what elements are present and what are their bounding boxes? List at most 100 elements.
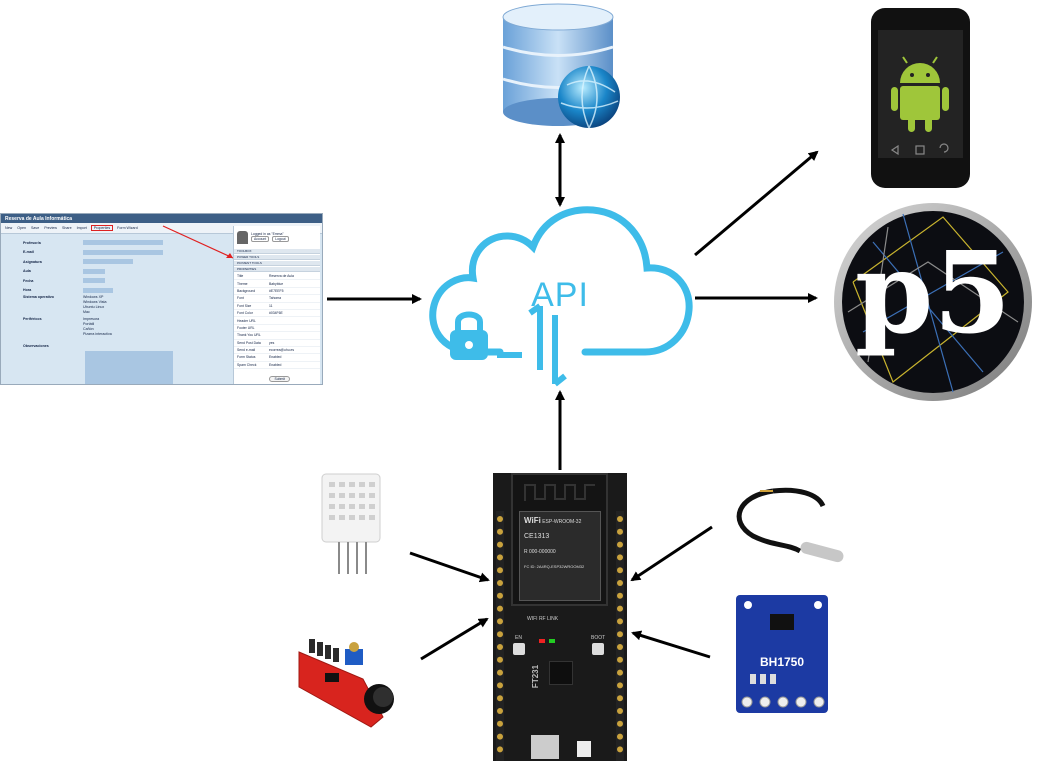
teacher-input[interactable]: [83, 240, 163, 246]
toolbar-item-save[interactable]: Save: [31, 226, 40, 230]
header-pin: [617, 541, 623, 548]
panel-header[interactable]: PROPERTIES: [234, 267, 320, 272]
panel-header[interactable]: PAYMENT TOOLS: [234, 261, 320, 266]
logout-button[interactable]: Logout: [272, 236, 289, 242]
property-value[interactable]: 11: [269, 303, 273, 308]
form-row: Sistema operativo Windows XP Windows Vis…: [23, 295, 107, 314]
r-label: R 000-000000: [524, 549, 556, 555]
hour-select[interactable]: [83, 287, 113, 293]
header-pin: [617, 554, 623, 561]
phone-screen: [878, 30, 963, 158]
header-pin: [617, 618, 623, 625]
annotation-arrow: [162, 225, 234, 259]
header-pin: [497, 592, 503, 599]
toolbar-item-properties[interactable]: Properties: [90, 225, 114, 231]
boot-button[interactable]: [592, 643, 604, 655]
property-row[interactable]: Thank You URL: [234, 332, 320, 340]
subject-select[interactable]: [83, 259, 133, 265]
en-label: EN: [515, 635, 522, 641]
form-row: Periféricos Impresora Portátil Cañón Piz…: [23, 317, 112, 336]
property-value[interactable]: #034F6E: [269, 311, 283, 316]
observations-textarea[interactable]: [85, 351, 173, 384]
toolbar-item-new[interactable]: New: [5, 226, 13, 230]
switch[interactable]: [577, 741, 591, 757]
email-input[interactable]: [83, 249, 163, 255]
property-value[interactable]: Reserva de Aula: [269, 274, 294, 279]
form-row: Aula: [23, 267, 213, 277]
en-button[interactable]: [513, 643, 525, 655]
form-row: E-mail: [23, 248, 213, 258]
header-pin: [617, 682, 623, 689]
header-pin: [497, 631, 503, 638]
header-pin: [497, 567, 503, 574]
panel-header[interactable]: TOOLBOX: [234, 249, 320, 254]
account-button[interactable]: Account: [251, 236, 270, 242]
header-pin: [497, 746, 503, 753]
fcc-label: FC ID: 2A4RQ-ESP32WROOM32: [524, 564, 585, 569]
header-pin: [617, 567, 623, 574]
property-value[interactable]: Enabled: [269, 355, 282, 360]
header-pin: [617, 746, 623, 753]
header-pin: [497, 733, 503, 740]
property-row[interactable]: Font Color #034F6E: [234, 310, 320, 318]
property-name: Header URL: [237, 318, 256, 323]
property-value[interactable]: Tahoma: [269, 296, 282, 301]
property-value[interactable]: yes: [269, 340, 275, 345]
database-icon: [502, 3, 620, 129]
header-pin: [617, 516, 623, 522]
model-label: ESP-WROOM-32: [542, 519, 582, 525]
header-pin: [497, 554, 503, 561]
property-value[interactable]: ecorrea@uhu.es: [269, 348, 295, 353]
form-toolbar: New Open Save Preview Share Import Prope…: [1, 223, 322, 234]
date-input[interactable]: [83, 278, 105, 284]
toolbar-item-form-wizard[interactable]: Form Wizard: [117, 226, 138, 230]
form-row: Hora: [23, 286, 213, 296]
property-name: Background: [237, 288, 256, 293]
property-row[interactable]: Header URL: [234, 317, 320, 325]
toolbar-item-share[interactable]: Share: [62, 226, 72, 230]
header-pins: [496, 511, 624, 761]
arrow-ds18b20-to-esp: [630, 525, 713, 582]
property-name: Thank You URL: [237, 333, 261, 338]
property-value[interactable]: Enabled: [269, 362, 282, 367]
property-name: Form Status: [237, 355, 256, 360]
header-pin: [617, 669, 623, 676]
property-row[interactable]: Background #E7EEF5: [234, 288, 320, 296]
panel-header[interactable]: POWER TOOLS: [234, 255, 320, 260]
os-options[interactable]: Windows XP Windows Vista Ubuntu Linux Ma…: [83, 295, 107, 314]
rf-label: WIFI RF LINK: [527, 616, 559, 622]
user-label: Logged in as "Emma": [251, 232, 284, 236]
arrow-mic-to-esp: [420, 617, 489, 661]
property-row[interactable]: Send Post Data yes: [234, 340, 320, 347]
toolbar-item-preview[interactable]: Preview: [44, 226, 57, 230]
property-name: Footer URL: [237, 325, 255, 330]
boot-label: BOOT: [591, 635, 606, 641]
toolbar-item-open[interactable]: Open: [17, 226, 26, 230]
property-row[interactable]: Footer URL: [234, 325, 320, 333]
property-row[interactable]: Form Status Enabled: [234, 354, 320, 362]
peripheral-options[interactable]: Impresora Portátil Cañón Pizarra interac…: [83, 317, 112, 336]
room-select[interactable]: [83, 268, 105, 274]
header-pin: [497, 605, 503, 612]
header-pin: [617, 656, 623, 663]
esp32-board: WiFi ESP-WROOM-32 CE1313 R 000-000000 FC…: [493, 473, 627, 761]
toolbar-item-import[interactable]: Import: [76, 226, 87, 230]
avatar: [237, 230, 248, 244]
property-name: Send Post Data: [237, 340, 261, 345]
arrow-bh1750-to-esp: [631, 630, 711, 659]
property-value[interactable]: Babyblue: [269, 281, 284, 286]
cloud-api-icon: [429, 206, 693, 387]
header-pin: [617, 733, 623, 740]
property-value[interactable]: #E7EEF5: [269, 288, 284, 293]
p5-logo: p5: [834, 203, 1032, 401]
usb-port[interactable]: [531, 735, 559, 759]
submit-button[interactable]: Submit: [269, 376, 290, 382]
property-name: Font Color: [237, 311, 253, 316]
